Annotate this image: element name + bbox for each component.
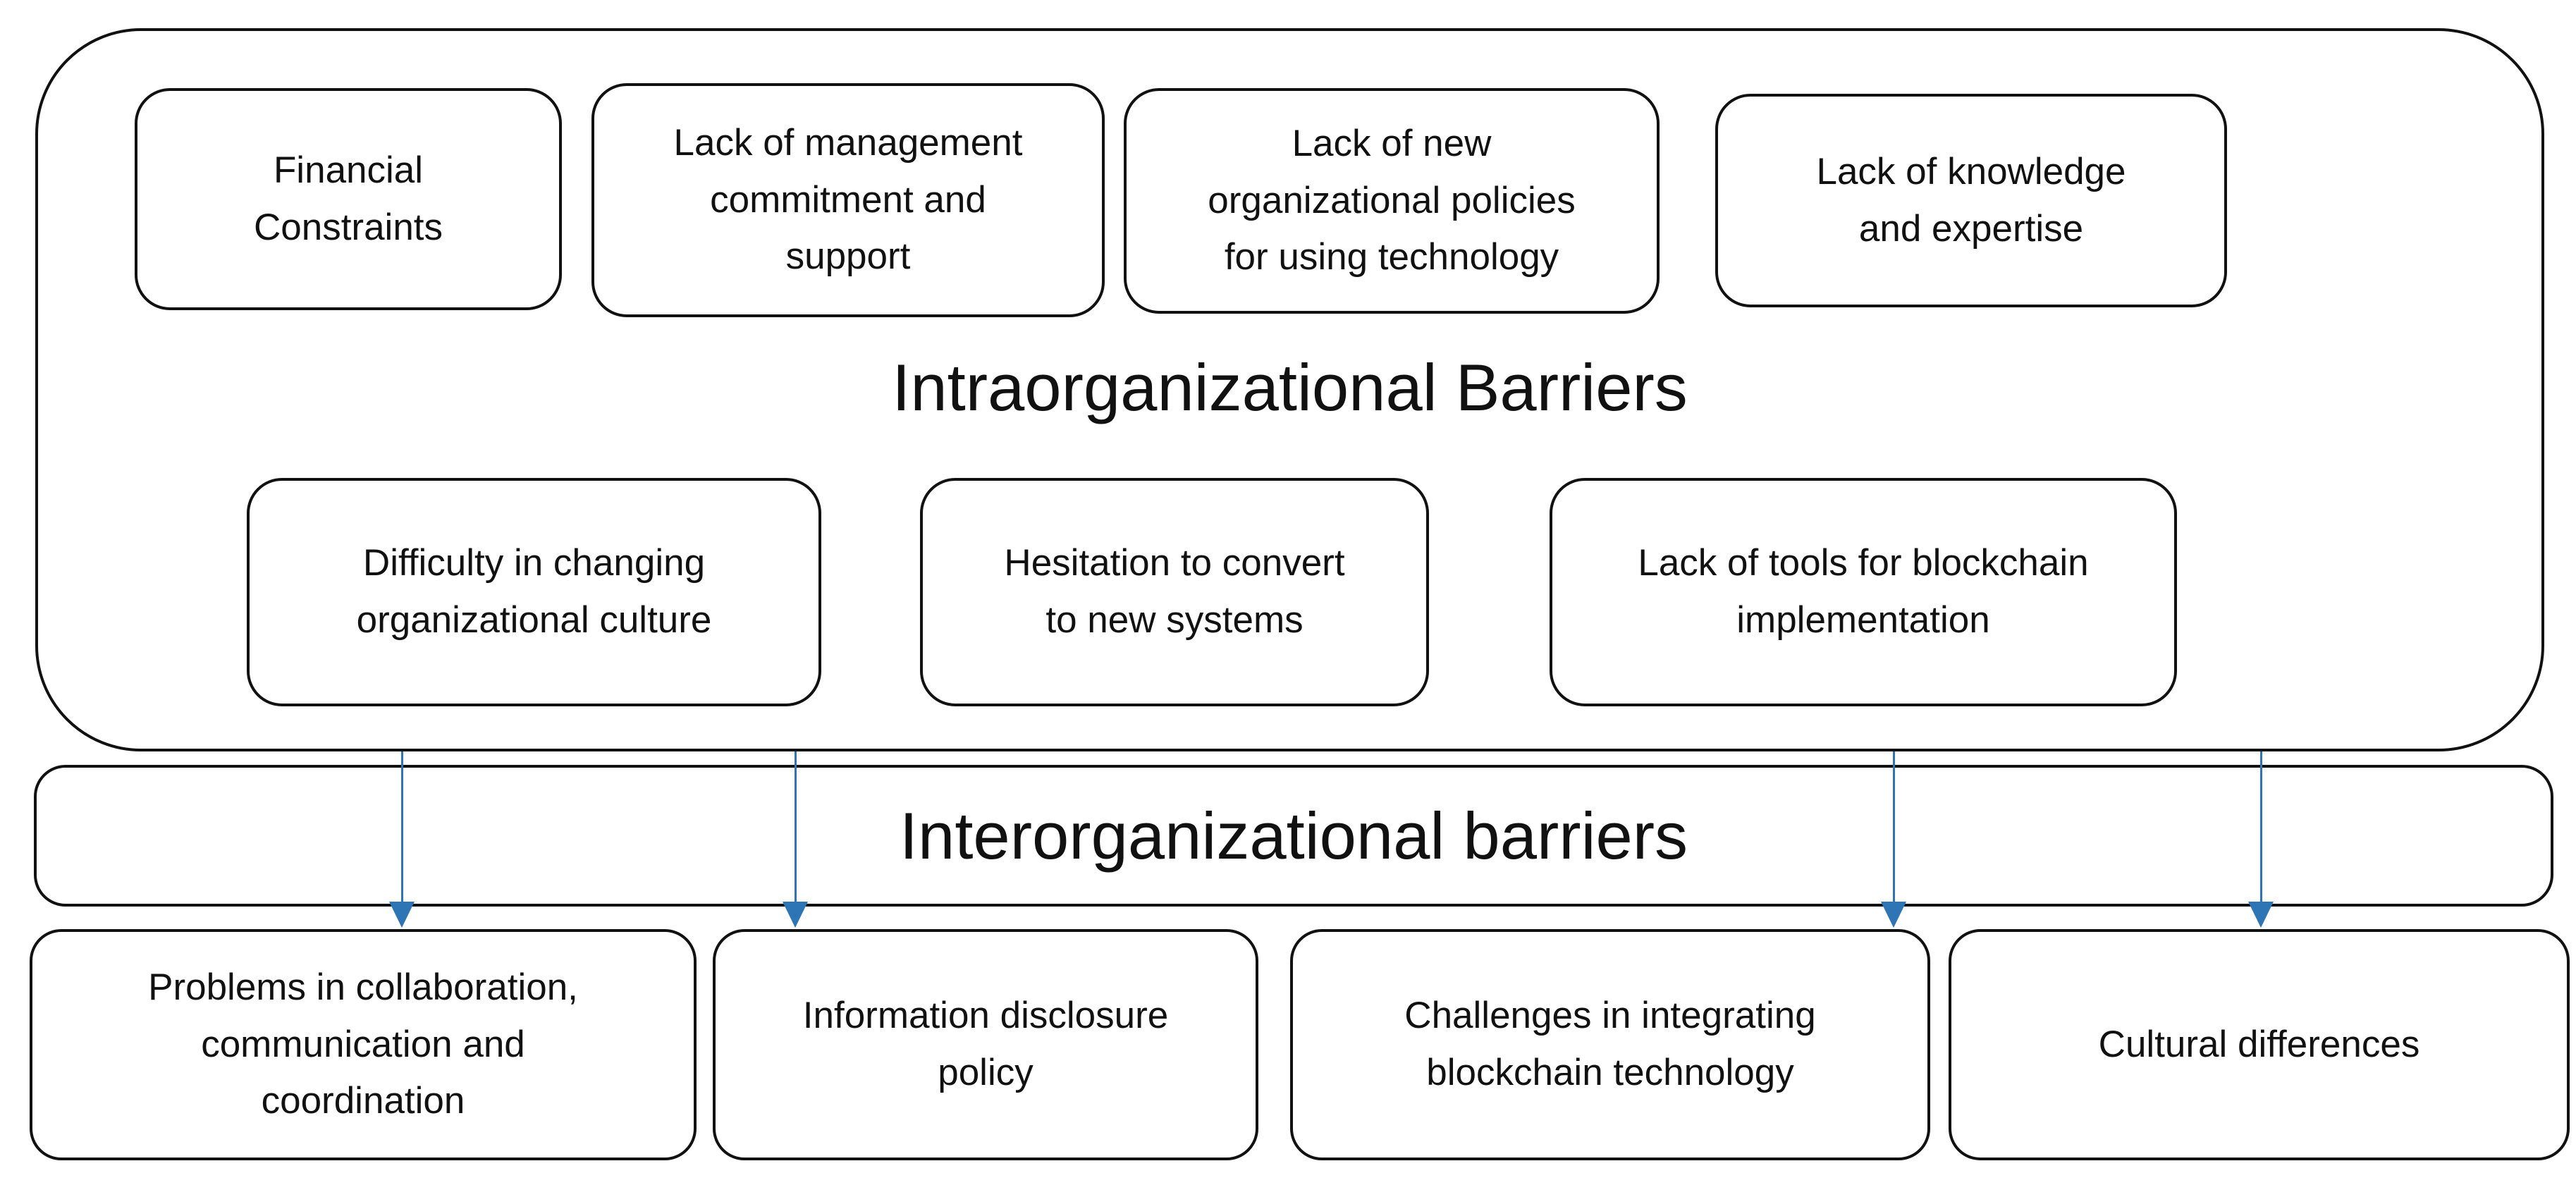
information-disclosure-box: Information disclosure policy: [713, 929, 1258, 1160]
box-label: Lack of tools for blockchain implementat…: [1638, 542, 2089, 641]
blockchain-integration-box: Challenges in integrating blockchain tec…: [1290, 929, 1930, 1160]
box-label: Cultural differences: [2098, 1023, 2420, 1065]
box-label: Information disclosure policy: [802, 995, 1169, 1093]
box-label: Problems in collaboration, communication…: [148, 966, 578, 1122]
financial-constraints-box: Financial Constraints: [135, 88, 562, 310]
knowledge-expertise-box: Lack of knowledge and expertise: [1715, 94, 2227, 307]
organizational-culture-box: Difficulty in changing organizational cu…: [247, 478, 821, 706]
intraorganizational-title: Intraorganizational Barriers: [892, 350, 1688, 424]
management-commitment-box: Lack of management commitment and suppor…: [591, 83, 1105, 317]
box-label: Hesitation to convert to new systems: [1004, 542, 1345, 641]
box-label: Lack of knowledge and expertise: [1816, 150, 2126, 250]
interorganizational-band: Interorganizational barriers: [34, 765, 2553, 907]
box-label: Financial Constraints: [253, 149, 443, 248]
box-label: Lack of new organizational policies for …: [1208, 123, 1576, 278]
box-label: Lack of management commitment and suppor…: [673, 122, 1023, 278]
collaboration-box: Problems in collaboration, communication…: [30, 929, 697, 1160]
interorganizational-title: Interorganizational barriers: [899, 798, 1688, 873]
intraorganizational-group-box: Financial Constraints Lack of management…: [35, 28, 2544, 751]
box-label: Difficulty in changing organizational cu…: [356, 542, 712, 641]
organizational-policies-box: Lack of new organizational policies for …: [1124, 88, 1660, 314]
box-label: Challenges in integrating blockchain tec…: [1404, 995, 1816, 1093]
cultural-differences-box: Cultural differences: [1949, 929, 2570, 1160]
blockchain-tools-box: Lack of tools for blockchain implementat…: [1550, 478, 2177, 706]
new-systems-box: Hesitation to convert to new systems: [920, 478, 1429, 706]
